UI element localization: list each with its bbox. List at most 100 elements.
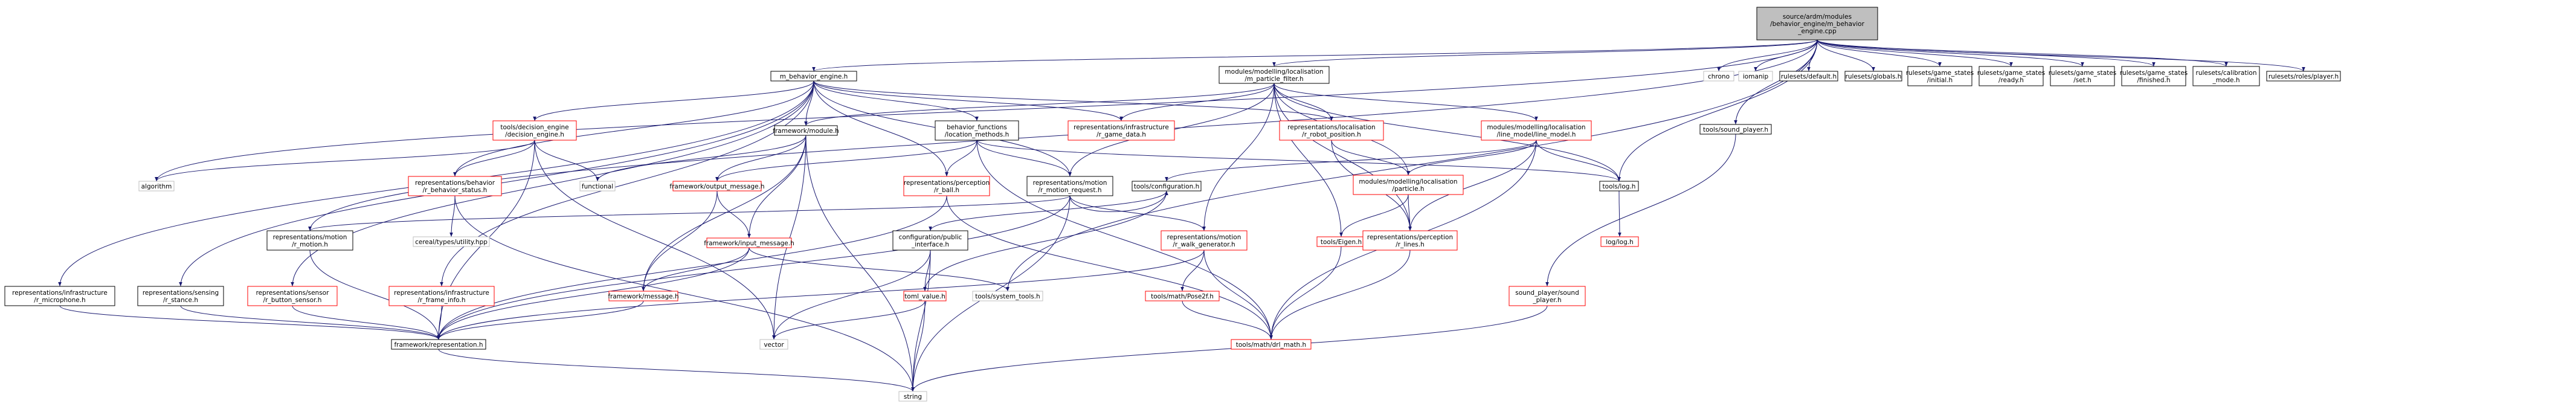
node-rs_gs_finished[interactable]: rulesets/game_states/finished.h (2120, 66, 2188, 86)
edge-line (1180, 250, 1205, 292)
edge-root-to-algorithm (155, 39, 1818, 182)
edge-mbe_h-to-td_decision (533, 80, 814, 121)
node-fw_message[interactable]: framework/message.h (608, 291, 679, 301)
node-mll_particle[interactable]: modules/modelling/localisation/particle.… (1353, 175, 1464, 195)
node-sp_sound[interactable]: sound_player/sound_player.h (1509, 286, 1586, 306)
node-label-line: tools/decision_engine (500, 124, 568, 131)
node-tm_pose2f[interactable]: tools/math/Pose2f.h (1145, 291, 1220, 301)
edge-fw_output-to-fw_input (716, 190, 751, 239)
node-tools_eigen[interactable]: tools/Eigen.h (1316, 236, 1366, 247)
node-label-line: chrono (1708, 73, 1730, 80)
node-rs_stance[interactable]: representations/sensing/r_stance.h (137, 286, 224, 306)
node-label-line: log/log.h (1606, 239, 1634, 246)
node-box (1362, 230, 1458, 251)
node-mll_line[interactable]: modules/modelling/localisation/line_mode… (1481, 120, 1592, 141)
edge-rb_status-to-string (454, 195, 915, 392)
node-label-line: representations/sensor (256, 289, 329, 297)
node-ri_microphone[interactable]: representations/infrastructure/r_microph… (4, 286, 115, 306)
edge-rm_walk-to-tm_pose2f (1180, 250, 1205, 292)
node-label-line: /ready.h (1998, 77, 2024, 84)
node-chrono[interactable]: chrono (1703, 71, 1734, 82)
node-box (2192, 66, 2260, 86)
node-rs_gs_ready[interactable]: rulesets/game_states/ready.h (1977, 66, 2046, 86)
edge-root-to-tools_system (1006, 39, 1818, 292)
node-ri_game_data[interactable]: representations/infrastructure/r_game_da… (1067, 120, 1175, 141)
edge-root-to-tools_sound (1734, 39, 1818, 125)
node-tools_system[interactable]: tools/system_tools.h (972, 291, 1043, 301)
node-mll_mpf[interactable]: modules/modelling/localisation/m_particl… (1219, 66, 1330, 84)
edge-line (1274, 83, 1333, 121)
edge-line (1274, 83, 1538, 121)
node-log_log[interactable]: log/log.h (1600, 236, 1639, 247)
edge-line (1617, 39, 1818, 182)
node-fw_output[interactable]: framework/output_message.h (669, 181, 765, 192)
edge-root-to-mbe_h (812, 39, 1818, 72)
node-label-line: sound_player/sound (1515, 289, 1579, 297)
node-tools_log[interactable]: tools/log.h (1599, 181, 1639, 192)
edge-line (772, 250, 931, 340)
node-rs_roles[interactable]: rulesets/roles/player.h (2266, 71, 2341, 82)
node-box (408, 176, 502, 196)
node-rm_motion[interactable]: representations/motion/r_motion.h (266, 230, 353, 251)
node-rs_globals[interactable]: rulesets/globals.h (1844, 71, 1902, 82)
node-algorithm[interactable]: algorithm (138, 181, 175, 192)
edge-line (715, 135, 807, 182)
node-tm_drl[interactable]: tools/math/drl_math.h (1231, 339, 1312, 350)
node-box (672, 181, 762, 192)
node-rp_lines[interactable]: representations/perception/r_lines.h (1362, 230, 1458, 251)
node-rp_ball[interactable]: representations/perception/r_ball.h (903, 176, 990, 196)
edge-line (454, 195, 915, 392)
node-rs_gs_initial[interactable]: rulesets/game_states/initial.h (1906, 66, 1974, 86)
edge-line (716, 190, 751, 239)
node-box (706, 237, 792, 248)
node-toml_value[interactable]: toml_value.h (903, 291, 947, 301)
node-box (247, 286, 338, 306)
node-tools_sound[interactable]: tools/sound_player.h (1699, 124, 1772, 135)
node-box (1026, 176, 1113, 196)
edge-line (180, 305, 440, 340)
node-fw_repr[interactable]: framework/representation.h (391, 339, 486, 350)
node-string[interactable]: string (898, 391, 927, 402)
node-rm_motion_req[interactable]: representations/motion/r_motion_request.… (1026, 176, 1113, 196)
node-cfg_public[interactable]: configuration/public_interface.h (892, 230, 968, 251)
node-bf_loc[interactable]: behavior_functions/location_methods.h (935, 120, 1019, 141)
node-vector[interactable]: vector (759, 339, 788, 350)
edge-line (1069, 195, 1206, 231)
edge-line (596, 135, 807, 182)
node-rs_default[interactable]: rulesets/default.h (1779, 71, 1838, 82)
edge-line (1817, 39, 1942, 67)
node-rb_status[interactable]: representations/behavior/r_behavior_stat… (408, 176, 502, 196)
node-box (1481, 120, 1592, 141)
node-fw_input[interactable]: framework/input_message.h (704, 237, 794, 248)
node-rl_robot_pos[interactable]: representations/localisation/r_robot_pos… (1279, 120, 1384, 141)
node-box (1600, 236, 1639, 247)
edge-line (533, 80, 814, 121)
edge-line (534, 140, 776, 340)
edge-rl_robot_pos-to-mll_particle (1331, 140, 1410, 176)
edge-line (59, 305, 440, 340)
node-iomanip[interactable]: iomanip (1738, 71, 1773, 82)
node-tools_config[interactable]: tools/configuration.h (1132, 181, 1202, 192)
edge-fw_input-to-fw_message (642, 247, 750, 292)
node-label-line: /r_stance.h (163, 297, 198, 304)
edge-rp_ball-to-tm_drl (946, 195, 1273, 340)
edge-root-to-rs_calib (1817, 39, 2228, 67)
edge-line (308, 195, 1071, 231)
edge-mll_line-to-mll_particle (1406, 140, 1537, 176)
node-mbe_h[interactable]: m_behavior_engine.h (770, 71, 857, 82)
node-rs_button[interactable]: representations/sensor/r_button_sensor.h (247, 286, 338, 306)
node-ri_frame[interactable]: representations/infrastructure/r_frame_i… (388, 286, 495, 306)
node-fw_module[interactable]: framework/module.h (773, 125, 839, 136)
edge-line (642, 135, 807, 292)
node-box (770, 71, 857, 82)
node-rs_calib[interactable]: rulesets/calibration_mode.h (2192, 66, 2260, 86)
node-rm_walk[interactable]: representations/motion/r_walk_generator.… (1161, 230, 1248, 251)
node-functional[interactable]: functional (579, 181, 616, 192)
node-td_decision[interactable]: tools/decision_engine/decision_engine.h (492, 120, 577, 141)
node-label-line: functional (582, 183, 613, 190)
node-rs_gs_set[interactable]: rulesets/game_states/set.h (2049, 66, 2117, 86)
node-cereal[interactable]: cereal/types/utility.hpp (413, 236, 490, 247)
edge-line (772, 135, 807, 340)
edge-line (1272, 39, 1818, 67)
node-label-line: representations/sensing (143, 289, 219, 297)
